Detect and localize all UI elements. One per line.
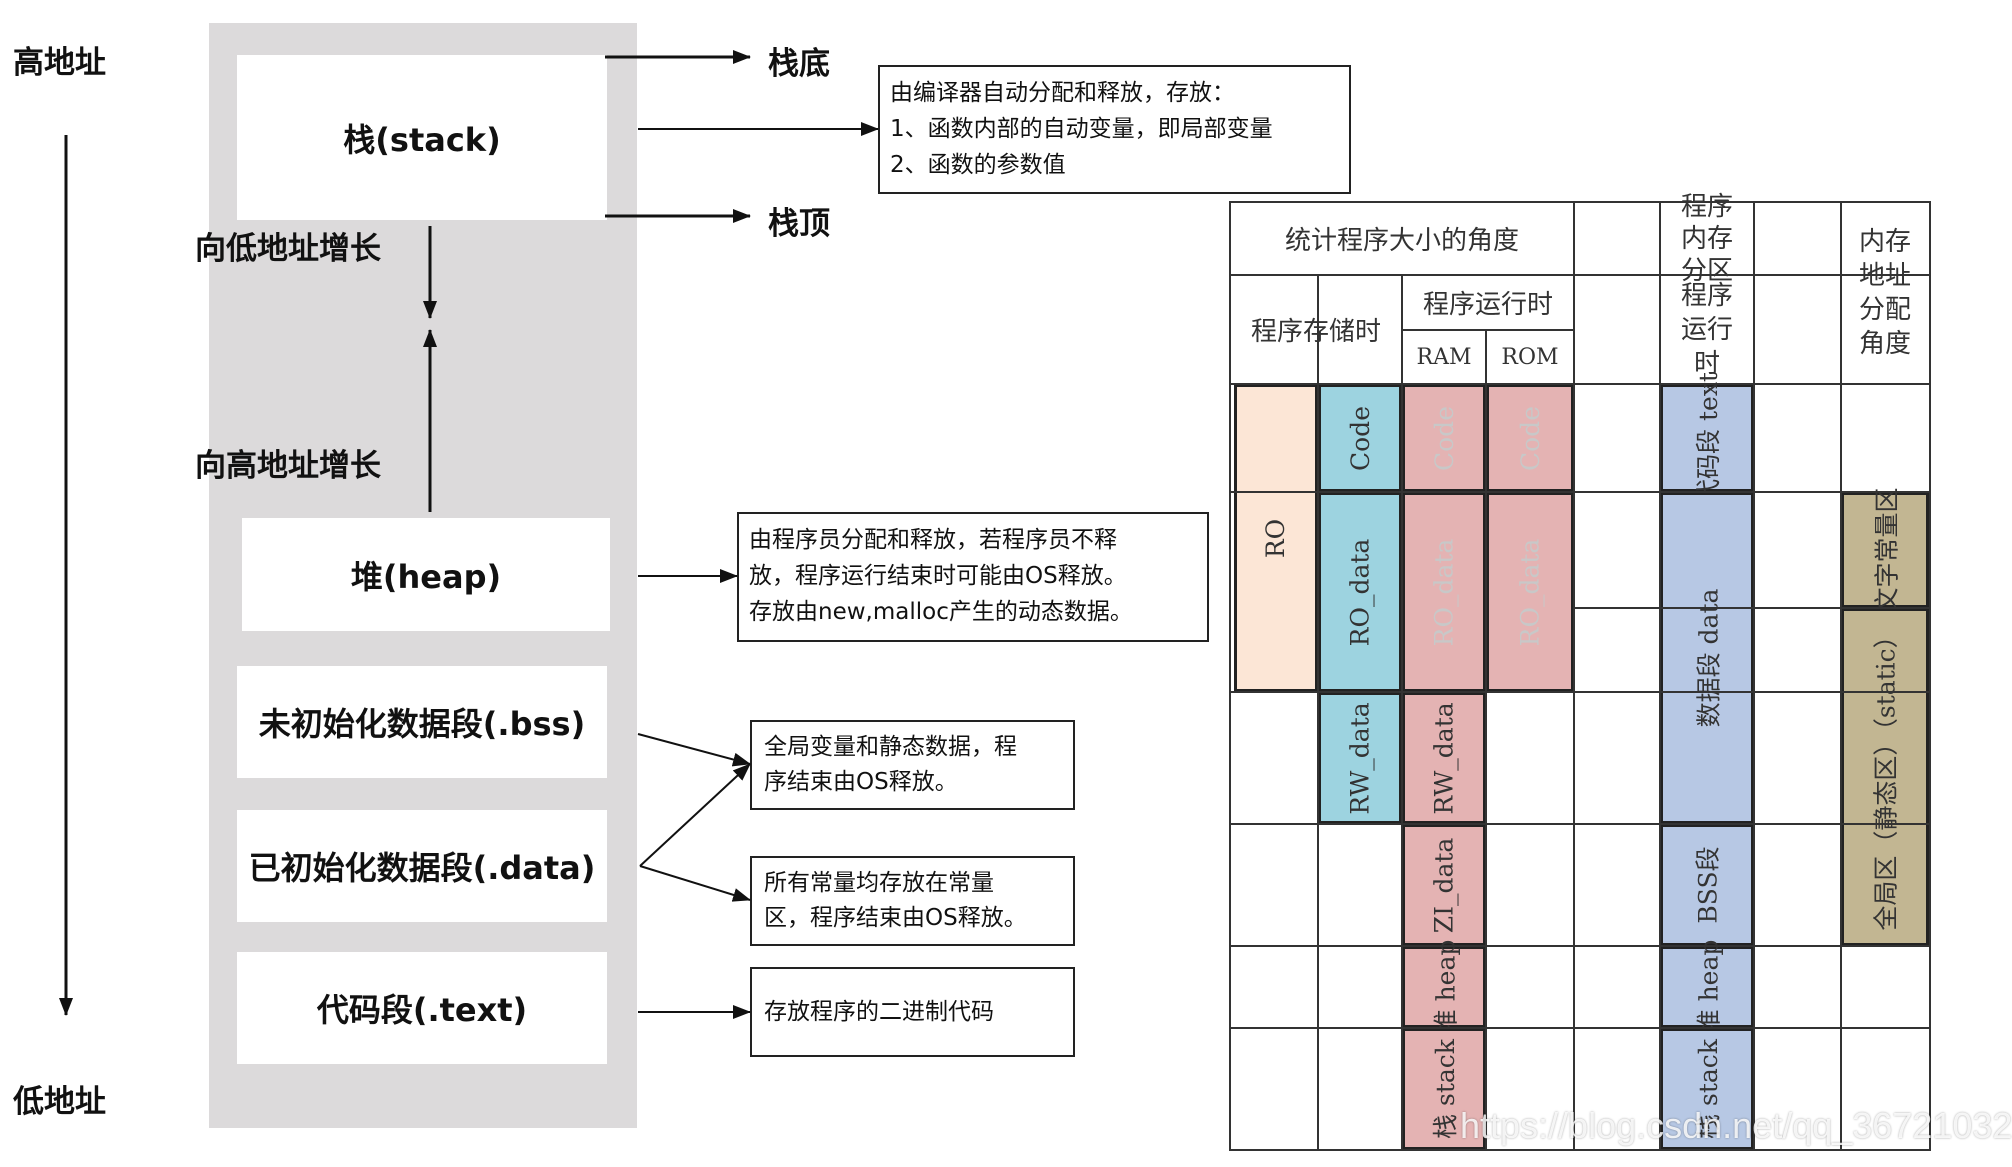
data-seg-cell: 数据段 data: [1660, 492, 1754, 824]
global-note-line: 序结束由OS释放。: [764, 769, 958, 795]
header-mem-run: 程序运行时: [1660, 275, 1754, 384]
header-stat-view-label: 统计程序大小的角度: [1284, 226, 1519, 256]
ram-heap-cell: 堆 heap: [1402, 940, 1486, 1034]
global-note: 全局变量和静态数据，程 序结束由OS释放。: [750, 720, 1075, 810]
stack-segment-label: 栈(stack): [343, 120, 501, 159]
text-segment: 代码段(.text): [237, 952, 607, 1064]
ro-cell: RO: [1234, 384, 1318, 692]
run-stack-cell: 栈 stack: [1660, 1028, 1754, 1150]
arrow-data-to-const: [639, 865, 751, 902]
stack-top-label: 栈顶: [768, 206, 830, 242]
heap-segment: 堆(heap): [242, 518, 610, 631]
arrows-layer: [59, 50, 879, 1019]
rom-ro-data-cell: RO_data: [1486, 492, 1574, 692]
header-run-time: 程序运行时: [1402, 275, 1574, 330]
header-rom: ROM: [1486, 330, 1574, 384]
stack-bottom-label: 栈底: [768, 46, 830, 82]
ram-zi-data-cell: ZI_data: [1402, 824, 1486, 946]
store-code-cell: Code: [1318, 384, 1402, 492]
ram-ro-data-cell: RO_data: [1402, 492, 1486, 692]
code-note: 存放程序的二进制代码: [750, 967, 1075, 1057]
text-seg-cell: 代码段 text: [1660, 372, 1754, 504]
header-rom-label: ROM: [1501, 344, 1559, 370]
bss-segment: 未初始化数据段(.bss): [237, 666, 607, 778]
text-segment-label: 代码段(.text): [316, 991, 528, 1029]
header-store-time: 程序存储时: [1230, 275, 1402, 384]
header-store-time-label: 程序存储时: [1250, 317, 1381, 347]
arrow-bss-to-global: [637, 733, 751, 767]
run-heap-cell: 堆 heap: [1660, 940, 1754, 1034]
ram-stack-cell: 栈 stack: [1402, 1028, 1486, 1150]
heap-note: 由程序员分配和释放，若程序员不释 放，程序运行结束时可能由OS释放。 存放由ne…: [737, 512, 1209, 642]
header-stat-view: 统计程序大小的角度: [1230, 202, 1574, 275]
const-area-cell: 文字常量区: [1841, 487, 1929, 613]
data-segment: 已初始化数据段(.data): [237, 810, 607, 922]
global-area-cell: 全局区（静态区）（static）: [1841, 608, 1929, 946]
table-grid: [1229, 201, 1931, 1151]
header-ram-label: RAM: [1416, 344, 1472, 370]
stack-segment: 栈(stack): [237, 55, 607, 220]
grow-low-label: 向低地址增长: [195, 231, 381, 267]
store-ro-data-cell: RO_data: [1318, 492, 1402, 692]
header-ram: RAM: [1402, 330, 1486, 384]
global-note-line: 全局变量和静态数据，程: [764, 734, 1017, 760]
const-note: 所有常量均存放在常量 区，程序结束由OS释放。: [750, 856, 1075, 946]
stack-note-line: 2、函数的参数值: [890, 152, 1066, 178]
stack-note-line: 由编译器自动分配和释放，存放：: [890, 80, 1235, 106]
heap-segment-label: 堆(heap): [350, 557, 502, 596]
data-segment-label: 已初始化数据段(.data): [248, 849, 596, 887]
const-note-line: 区，程序结束由OS释放。: [764, 905, 1027, 931]
memory-table: RO Code RO_data RW_data Code RO_data RW_…: [1229, 192, 1931, 1151]
stack-note: 由编译器自动分配和释放，存放： 1、函数内部的自动变量，即局部变量 2、函数的参…: [878, 65, 1351, 194]
store-rw-data-cell: RW_data: [1318, 692, 1402, 824]
header-addr-alloc: 内存地址分配角度: [1841, 202, 1929, 384]
ram-rw-data-cell: RW_data: [1402, 692, 1486, 824]
heap-note-line: 由程序员分配和释放，若程序员不释: [749, 527, 1117, 553]
arrow-data-to-global: [639, 763, 751, 867]
heap-note-line: 存放由new,malloc产生的动态数据。: [749, 599, 1133, 625]
watermark: https://blog.csdn.net/qq_36721032: [1460, 1105, 2012, 1146]
low-address-label: 低地址: [13, 1084, 106, 1120]
bss-seg-cell: BSS段: [1660, 824, 1754, 946]
header-addr-alloc-label: 内存地址分配角度: [1858, 227, 1911, 359]
code-note-line: 存放程序的二进制代码: [764, 999, 994, 1025]
bss-segment-label: 未初始化数据段(.bss): [258, 705, 586, 743]
high-address-label: 高地址: [13, 45, 106, 81]
header-mem-partition-label: 程序内存分区: [1680, 191, 1733, 286]
header-run-time-label: 程序运行时: [1422, 290, 1553, 320]
const-note-line: 所有常量均存放在常量: [764, 870, 994, 896]
stack-note-line: 1、函数内部的自动变量，即局部变量: [890, 116, 1273, 142]
header-mem-run-label: 程序运行时: [1680, 280, 1733, 379]
heap-note-line: 放，程序运行结束时可能由OS释放。: [749, 563, 1127, 589]
rom-code-cell: Code: [1486, 384, 1574, 492]
grow-high-label: 向高地址增长: [195, 448, 381, 484]
header-mem-partition: 程序内存分区: [1660, 192, 1754, 286]
ram-code-cell: Code: [1402, 384, 1486, 492]
